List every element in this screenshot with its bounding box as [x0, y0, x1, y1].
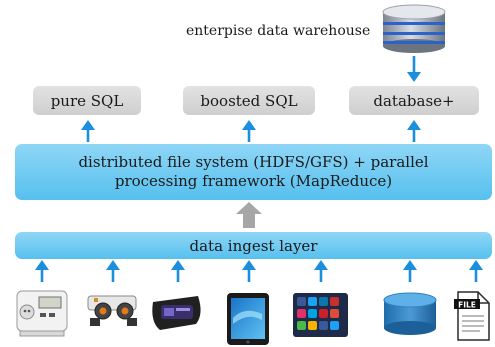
file-icon-label: FILE — [458, 301, 476, 310]
distributed-processing-framework-box: distributed file system (HDFS/GFS) + par… — [15, 144, 492, 200]
robot-sensor-icon — [87, 295, 137, 326]
warehouse-label: enterpise data warehouse — [186, 23, 371, 39]
ingest-to-framework-arrow — [236, 202, 262, 228]
fitness-band-icon — [152, 296, 201, 330]
flow-arrows — [35, 56, 483, 282]
social-media-icon — [293, 293, 348, 337]
data-warehouse-icon — [382, 4, 446, 53]
framework-line-1: distributed file system (HDFS/GFS) + par… — [78, 153, 429, 171]
database-icon — [383, 292, 437, 335]
database-plus-box: database+ — [349, 86, 479, 115]
pure-sql-box: pure SQL — [33, 86, 141, 115]
energy-meter-icon — [16, 290, 68, 337]
tablet-icon — [227, 293, 269, 345]
framework-line-2: processing framework (MapReduce) — [114, 172, 393, 190]
data-ingest-layer-box: data ingest layer — [15, 232, 492, 259]
file-icon: FILE — [454, 291, 490, 341]
boosted-sql-box: boosted SQL — [183, 86, 315, 115]
